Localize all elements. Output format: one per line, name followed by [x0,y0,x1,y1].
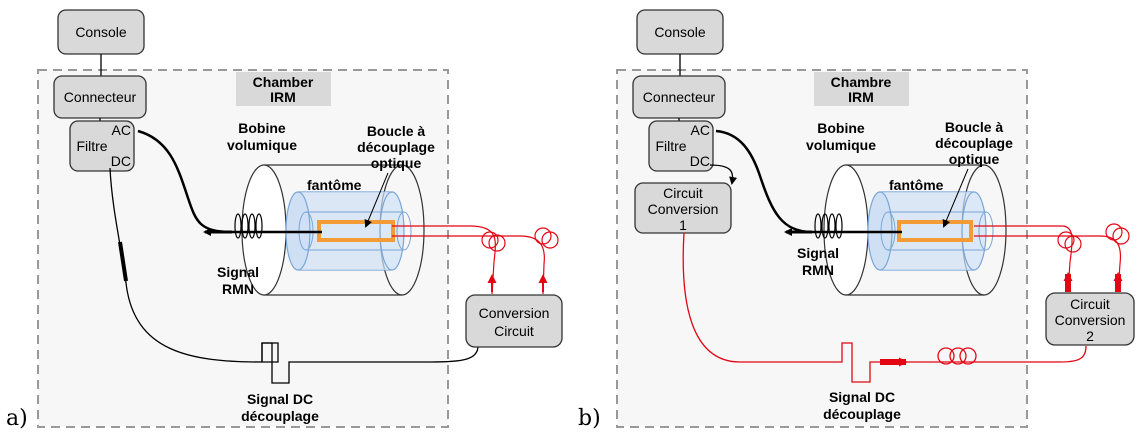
filtre-label-b: Filtre [655,138,686,154]
chamber-label-b-line2: IRM [848,89,874,105]
panel-letter-a: a) [6,406,28,431]
filtre-label-a: Filtre [76,138,107,154]
panel-letter-b: b) [578,406,601,431]
signal-rmn-label-a-line2: RMN [222,281,254,297]
signal-rmn-label-b-line2: RMN [802,262,834,278]
optical-fibres-a [392,225,559,295]
nmr-signal-line-b [715,129,902,234]
boucle-label-b-line2: découplage [935,135,1013,151]
optical-fibres-b [974,223,1130,293]
chamber-label-b-line1: Chambre [831,74,892,90]
boucle-label-a-line2: découplage [357,139,435,155]
conversion-box-a [465,294,563,348]
signal-dc-label-a-line1: Signal DC [247,391,313,407]
signal-rmn-label-a-line1: Signal [217,264,259,280]
conversion-label-a-line1: Conversion [479,305,550,321]
circuit1-label-b-line2: Conversion [648,201,719,217]
nmr-signal-line-a [137,129,322,234]
dc-arrow-a [118,241,128,282]
dc-pulse-a [261,342,479,384]
dc-signal-line-a [109,167,279,363]
bobine-label-a-line1: Bobine [238,120,286,136]
circuit1-box-b [634,182,732,234]
filtre-box-a [69,120,135,172]
fantome-label-a: fantôme [307,177,362,193]
circuit2-box-b [1045,292,1135,346]
boucle-pointer-a [364,172,389,228]
chamber-label-a-line2: IRM [270,89,296,105]
filtre-dc-b: DC [690,153,710,169]
dc-to-circuit1-line-b [709,164,738,185]
red-coil-symbol-b [937,347,977,365]
bobine-label-b-line2: volumique [806,137,876,153]
chamber-label-a-line1: Chamber [253,74,314,90]
filtre-dc-a: DC [111,153,131,169]
panel-a: Chamber IRM Console Connecteur Filtre AC… [6,9,563,431]
boucle-pointer-b [942,168,969,228]
circuit1-label-b-line1: Circuit [663,185,703,201]
signal-dc-label-b-line2: découplage [823,406,901,422]
console-label-b: Console [654,24,706,40]
connecteur-label-a: Connecteur [64,89,137,105]
boucle-label-b-line3: optique [949,151,1000,167]
boucle-label-a-line3: optique [371,155,422,171]
circuit2-label-b-line3: 2 [1086,328,1094,344]
boucle-label-a-line1: Boucle à [367,123,426,139]
circuit2-label-b-line2: Conversion [1055,312,1126,328]
filtre-ac-a: AC [112,122,131,138]
signal-rmn-label-b-line1: Signal [797,245,839,261]
boucle-label-b-line1: Boucle à [945,119,1004,135]
chamber-label-bg-a [236,72,331,106]
filtre-box-b [648,120,714,172]
bobine-label-a-line2: volumique [227,137,297,153]
console-label-a: Console [75,24,127,40]
connecteur-label-b: Connecteur [643,89,716,105]
signal-dc-label-b-line1: Signal DC [829,389,895,405]
nmr-coil-symbol-a [234,213,263,239]
red-optical-line-b [682,232,1087,383]
signal-dc-label-a-line2: découplage [241,408,319,424]
circuit1-label-b-line3: 1 [679,217,687,233]
chamber-label-bg-b [814,72,909,106]
panel-b: Chambre IRM Console Connecteur Filtre AC… [578,9,1135,431]
nmr-coil-symbol-b [814,213,843,239]
circuit2-label-b-line1: Circuit [1070,296,1110,312]
bobine-label-b-line1: Bobine [817,120,865,136]
fantome-label-b: fantôme [889,177,944,193]
conversion-label-a-line2: Circuit [494,323,534,339]
filtre-ac-b: AC [691,122,710,138]
